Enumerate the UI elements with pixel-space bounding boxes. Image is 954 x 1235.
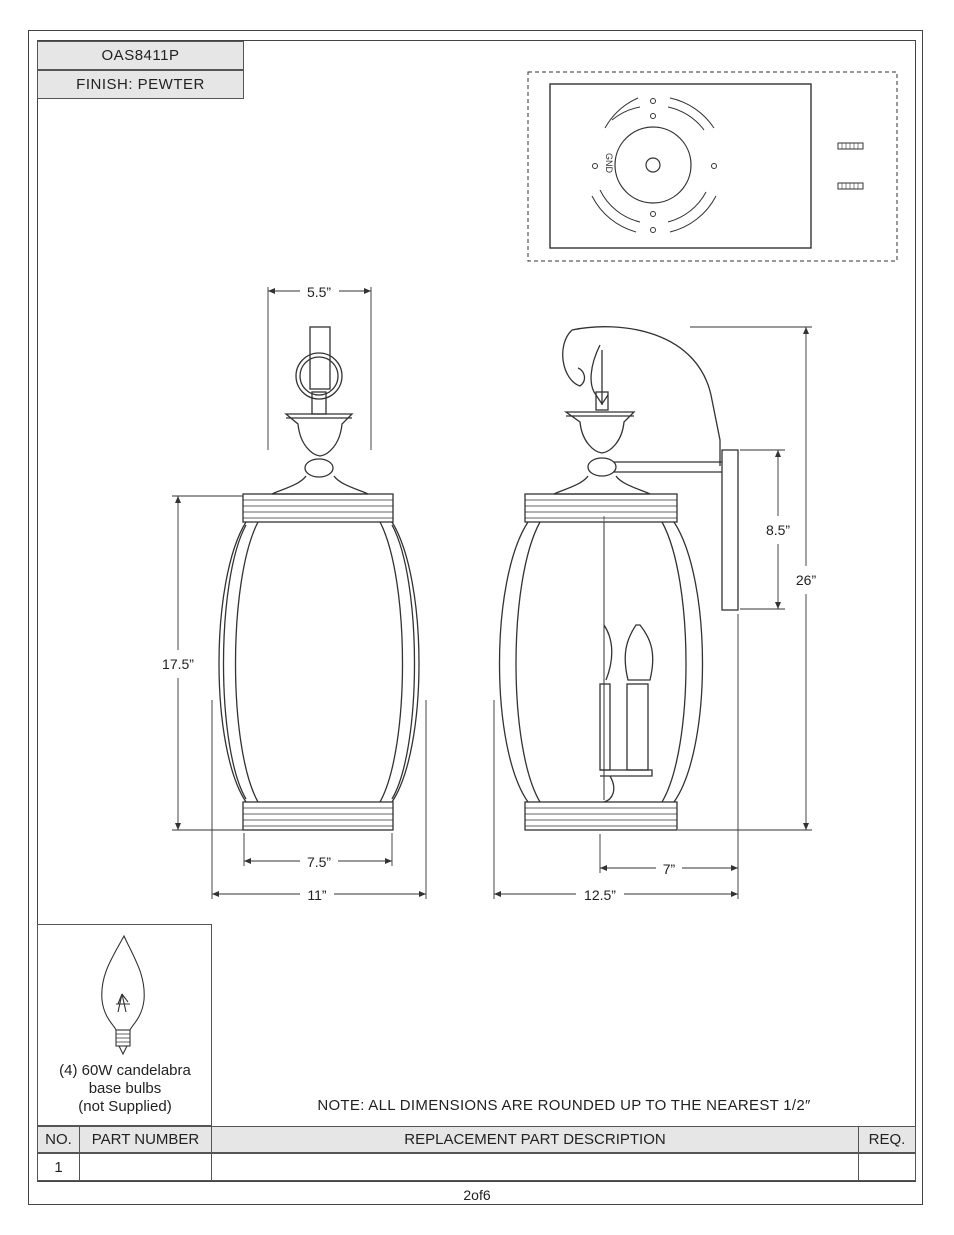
dimensions-note: NOTE: ALL DIMENSIONS ARE ROUNDED UP TO T… [317,1097,811,1114]
front-view-dimension-lines [172,287,427,899]
bulb-caption-line1: (4) 60W candelabra [59,1062,191,1079]
dim-front-width-outer: 11” [307,887,327,903]
dim-side-backplate: 8.5” [766,522,790,538]
dim-front-width-top: 5.5” [307,284,331,300]
table-header-description: REPLACEMENT PART DESCRIPTION [211,1126,859,1153]
side-view-dimension-lines [493,326,812,899]
mounting-bracket-detail [527,71,898,262]
table-header-part-number: PART NUMBER [79,1126,212,1153]
table-row-description [211,1153,859,1181]
bulb-info-box [37,924,212,1126]
ground-label: GND [604,153,614,174]
table-row-req [858,1153,916,1181]
dim-side-depth: 12.5” [584,887,616,903]
front-view-fixture [218,326,420,831]
bulb-caption-line3: (not Supplied) [78,1098,172,1115]
dim-side-height: 26” [796,572,817,588]
bulb-caption-line2: base bulbs [88,1080,162,1097]
page-number: 2of6 [463,1187,491,1203]
table-row-part-number [79,1153,212,1181]
dim-front-height: 17.5” [162,656,194,672]
bulb-caption: (4) 60W candelabra base bulbs (not Suppl… [40,1062,210,1116]
dim-side-extension: 7” [663,861,676,877]
inner-frame [37,40,916,1182]
model-number: OAS8411P [37,41,244,70]
finish-label: FINISH: PEWTER [37,70,244,99]
table-header-req: REQ. [858,1126,916,1153]
dim-front-width-inner: 7.5” [307,854,331,870]
table-header-no: NO. [37,1126,80,1153]
candelabra-bulb-icon [101,934,145,1056]
outer-frame [28,30,923,1205]
table-row-no: 1 [37,1153,80,1181]
side-view-fixture [498,326,739,831]
